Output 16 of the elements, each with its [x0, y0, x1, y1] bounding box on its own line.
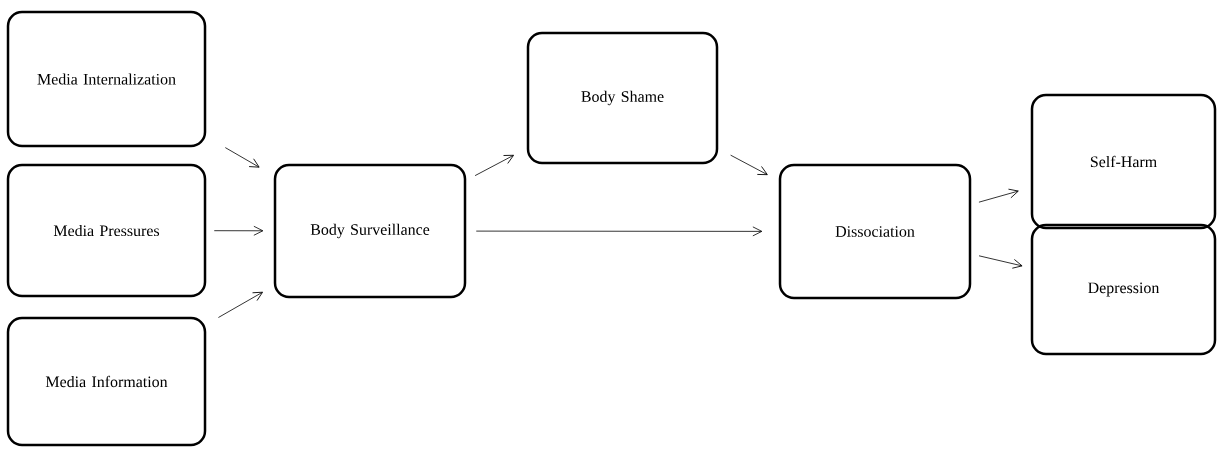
process-box: Body Shame: [526, 31, 719, 165]
arrow: [475, 226, 763, 237]
arrow: [978, 255, 1023, 269]
process-box: Body Surveillance: [273, 163, 467, 299]
process-box: Media Information: [6, 316, 207, 447]
process-box: Dissociation: [778, 163, 972, 300]
arrow: [474, 154, 514, 176]
arrow: [213, 225, 264, 236]
arrow: [224, 147, 260, 168]
process-box: Self-Harm: [1030, 93, 1217, 230]
process-box: Media Internalization: [6, 10, 207, 148]
arrow: [218, 291, 263, 318]
process-box: Depression: [1030, 223, 1217, 356]
process-box: Media Pressures: [6, 163, 207, 298]
arrow: [978, 188, 1019, 203]
arrow: [730, 154, 768, 176]
